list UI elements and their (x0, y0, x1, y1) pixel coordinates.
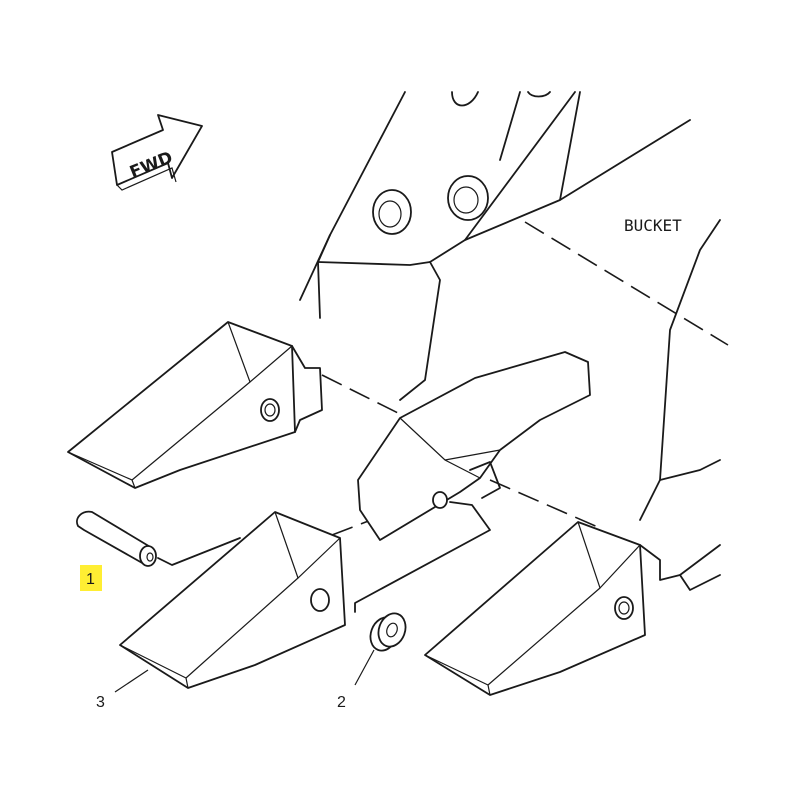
forward-arrow-icon: FWD (111, 114, 203, 191)
callout-1[interactable]: 1 (86, 571, 95, 588)
tooth-right-installed (424, 521, 721, 696)
bucket-label: BUCKET (624, 216, 682, 235)
tooth-left-installed (67, 321, 323, 489)
callout-3[interactable]: 3 (96, 694, 105, 711)
leader-lines (114, 649, 375, 693)
assembly-lines (157, 501, 491, 613)
callout-2[interactable]: 2 (337, 694, 346, 711)
callout-1-highlight (80, 565, 102, 591)
bucket-structure: BUCKET (299, 91, 729, 536)
retainer-part-2 (369, 612, 407, 652)
adapter (357, 351, 591, 541)
tooth-part-3 (119, 511, 346, 689)
pin-part-1 (76, 510, 157, 567)
